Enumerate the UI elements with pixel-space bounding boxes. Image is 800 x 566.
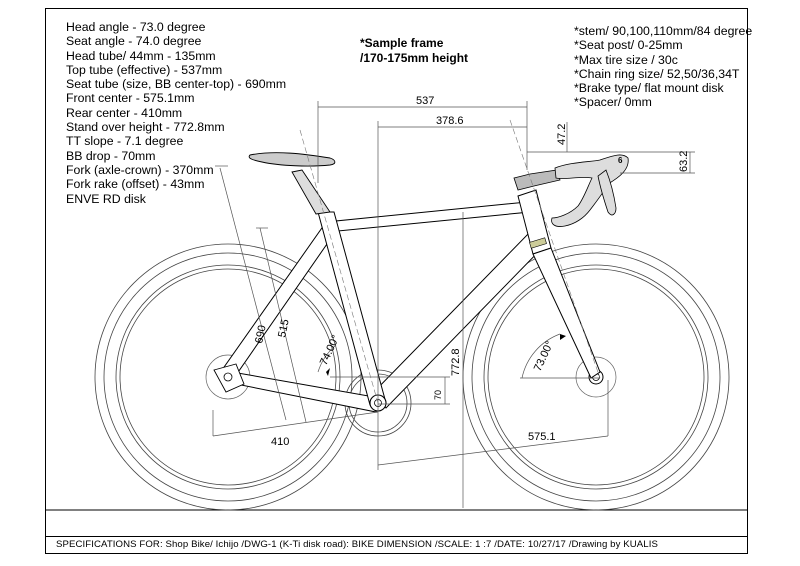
sheet-border [45, 8, 748, 554]
dim-front-center: 575.1 [528, 431, 556, 443]
spec-item: TT slope - 7.1 degree [66, 134, 184, 149]
footer-divider [45, 536, 748, 537]
dim-seat-tube: 690 [253, 324, 269, 344]
sample-frame-line2: /170-175mm height [360, 51, 469, 65]
dim-rear-center: 410 [271, 436, 289, 448]
seat-axis [299, 129, 379, 404]
spec-item: Top tube (effective) - 537mm [66, 62, 223, 77]
frame [221, 189, 601, 413]
parts-item: *Seat post/ 0-25mm [574, 38, 683, 53]
dim-head-angle: 73.00° [532, 339, 556, 373]
dim-bar-marker: 6 [618, 156, 623, 165]
chain-stay [231, 371, 381, 413]
spec-item: Seat angle - 74.0 degree [66, 34, 202, 49]
dim-seat-tube-short: 515 [276, 318, 292, 338]
front-wheel [462, 243, 730, 511]
dim-bar-drop: 63.2 [678, 151, 690, 172]
parts-item: *Chain ring size/ 52,50/36,34T [574, 66, 740, 81]
seat-stay [221, 224, 337, 379]
seat-angle-arrow [326, 368, 330, 376]
spec-item: Front center - 575.1mm [66, 91, 195, 106]
sample-frame-title: *Sample frame /170-175mm height [360, 36, 468, 66]
spec-item: Seat tube (size, BB center-top) - 690mm [66, 77, 287, 92]
saddle [248, 152, 336, 167]
parts-item: *Max tire size / 30c [574, 52, 678, 67]
front-disc-rotor [575, 356, 617, 398]
head-angle-arrow [560, 334, 566, 340]
top-tube [325, 201, 531, 233]
spec-item: Fork (axle-crown) - 370mm [66, 162, 214, 177]
spec-item: Stand over height - 772.8mm [66, 120, 225, 135]
dim-top-tube: 537 [416, 95, 434, 107]
dimension-lines [212, 101, 695, 508]
seatpost [291, 169, 331, 215]
footer-specification-line: SPECIFICATIONS FOR: Shop Bike/ Ichijo /D… [56, 539, 658, 550]
dim-reach: 378.6 [436, 115, 464, 127]
parts-spec-list: *stem/ 90,100,110mm/84 degree *Seat post… [574, 24, 752, 110]
spec-item: Head tube/ 44mm - 135mm [66, 48, 216, 63]
parts-item: *stem/ 90,100,110mm/84 degree [574, 24, 753, 38]
spec-item: ENVE RD disk [66, 191, 146, 206]
spec-item: Head angle - 73.0 degree [66, 20, 206, 34]
dim-bb-drop: 70 [433, 390, 443, 400]
sample-frame-line1: *Sample frame [360, 36, 444, 50]
steering-axis [509, 119, 601, 379]
dim-stem-rise: 47.2 [556, 124, 568, 145]
headset-spacer [529, 237, 547, 249]
down-tube [369, 231, 547, 409]
fork [532, 247, 601, 379]
dim-seat-angle: 74.00° [318, 333, 342, 367]
geometry-spec-list: Head angle - 73.0 degree Seat angle - 74… [66, 20, 286, 206]
handlebar [551, 154, 629, 227]
parts-item: *Spacer/ 0mm [574, 95, 652, 110]
spec-item: Rear center - 410mm [66, 105, 183, 120]
dim-standover: 772.8 [450, 348, 462, 376]
stem [513, 169, 561, 191]
spec-item: BB drop - 70mm [66, 148, 156, 163]
parts-item: *Brake type/ flat mount disk [574, 81, 724, 96]
spec-item: Fork rake (offset) - 43mm [66, 177, 205, 192]
